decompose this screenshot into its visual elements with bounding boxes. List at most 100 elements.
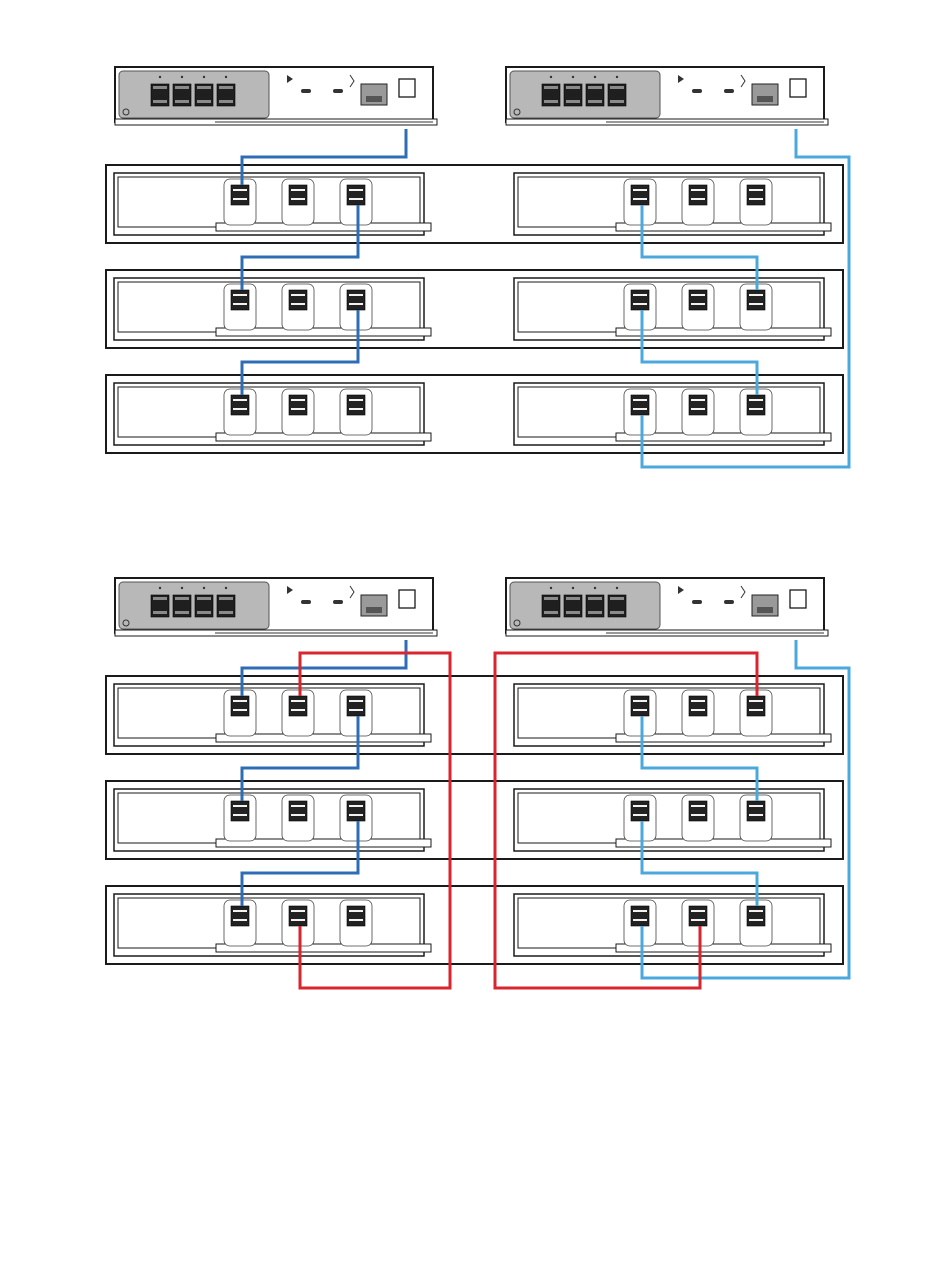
sas-port-pin xyxy=(691,910,705,912)
sas-port-pin xyxy=(291,910,305,912)
sas-port-pin xyxy=(349,399,363,401)
sfp-port-led xyxy=(544,86,558,89)
port-status-led xyxy=(550,76,552,78)
sas-port xyxy=(231,801,249,821)
sfp-port-led xyxy=(175,100,189,103)
iom-a xyxy=(114,173,431,235)
sas-port-pin xyxy=(233,198,247,200)
sas-port-pin xyxy=(291,399,305,401)
sas-port-pin xyxy=(349,805,363,807)
sfp-port-led xyxy=(588,100,602,103)
sfp-port-led xyxy=(219,86,233,89)
sfp-port-led xyxy=(197,100,211,103)
sas-port-pin xyxy=(691,399,705,401)
sas-port xyxy=(631,395,649,415)
port-status-led xyxy=(572,76,574,78)
sas-port-pin xyxy=(291,198,305,200)
sas-port-pin xyxy=(349,910,363,912)
sas-port-pin xyxy=(749,910,763,912)
sas-port-pin xyxy=(233,805,247,807)
sas-port xyxy=(347,395,365,415)
indicator-led xyxy=(724,89,734,93)
sas-port xyxy=(231,696,249,716)
sas-port-pin xyxy=(349,198,363,200)
indicator-led xyxy=(692,600,702,604)
sas-port xyxy=(347,290,365,310)
sas-port xyxy=(347,696,365,716)
indicator-led xyxy=(692,89,702,93)
sas-port-pin xyxy=(633,910,647,912)
sas-port xyxy=(231,290,249,310)
ethernet-port-jack xyxy=(757,607,773,613)
ethernet-port-jack xyxy=(366,607,382,613)
sas-port-pin xyxy=(749,709,763,711)
sas-port-pin xyxy=(633,805,647,807)
sas-port-pin xyxy=(291,189,305,191)
sas-port-pin xyxy=(749,700,763,702)
sas-port-pin xyxy=(349,294,363,296)
sas-port xyxy=(289,395,307,415)
sas-port xyxy=(747,185,765,205)
indicator-led xyxy=(333,89,343,93)
iom-a xyxy=(114,684,431,746)
sas-port-pin xyxy=(291,700,305,702)
iom-b xyxy=(514,173,831,235)
sfp-port-led xyxy=(544,611,558,614)
expansion-port xyxy=(790,590,806,608)
sas-port-pin xyxy=(633,700,647,702)
sas-port-pin xyxy=(291,709,305,711)
sas-port-pin xyxy=(691,408,705,410)
port-status-led xyxy=(203,587,205,589)
port-status-led xyxy=(616,587,618,589)
ethernet-port-jack xyxy=(757,96,773,102)
sas-port-pin xyxy=(349,814,363,816)
sas-port xyxy=(347,185,365,205)
sas-port-pin xyxy=(691,709,705,711)
port-status-led xyxy=(181,76,183,78)
controller-a xyxy=(115,578,437,636)
port-status-led xyxy=(594,76,596,78)
expansion-port xyxy=(790,79,806,97)
sfp-port-led xyxy=(219,100,233,103)
sas-port-pin xyxy=(291,919,305,921)
host-interface-card xyxy=(119,582,269,629)
sas-port xyxy=(747,801,765,821)
sfp-port-led xyxy=(175,597,189,600)
sas-port-pin xyxy=(691,303,705,305)
sas-port xyxy=(747,290,765,310)
expansion-port xyxy=(399,79,415,97)
port-status-led xyxy=(550,587,552,589)
sas-port xyxy=(289,290,307,310)
sas-port-pin xyxy=(349,709,363,711)
sas-port xyxy=(631,696,649,716)
sas-port-pin xyxy=(749,189,763,191)
sas-port xyxy=(347,906,365,926)
port-status-led xyxy=(225,76,227,78)
sas-port-pin xyxy=(291,294,305,296)
host-interface-card xyxy=(119,71,269,118)
sas-port xyxy=(231,395,249,415)
sas-port-pin xyxy=(691,189,705,191)
sas-port-pin xyxy=(291,408,305,410)
sas-port xyxy=(631,906,649,926)
sfp-port-led xyxy=(197,597,211,600)
sas-port-pin xyxy=(233,189,247,191)
sas-port-pin xyxy=(749,814,763,816)
sas-port-pin xyxy=(691,700,705,702)
sas-port-pin xyxy=(233,399,247,401)
sas-port-pin xyxy=(349,919,363,921)
indicator-led xyxy=(724,600,734,604)
sas-port-pin xyxy=(691,814,705,816)
port-status-led xyxy=(181,587,183,589)
sfp-port-led xyxy=(588,611,602,614)
iom-b xyxy=(514,383,831,445)
sas-port-pin xyxy=(349,408,363,410)
sas-port xyxy=(289,801,307,821)
sfp-port-led xyxy=(153,611,167,614)
port-status-led xyxy=(594,587,596,589)
sfp-port-led xyxy=(544,100,558,103)
sfp-port-led xyxy=(153,100,167,103)
sas-port-pin xyxy=(633,408,647,410)
sfp-port-led xyxy=(566,611,580,614)
